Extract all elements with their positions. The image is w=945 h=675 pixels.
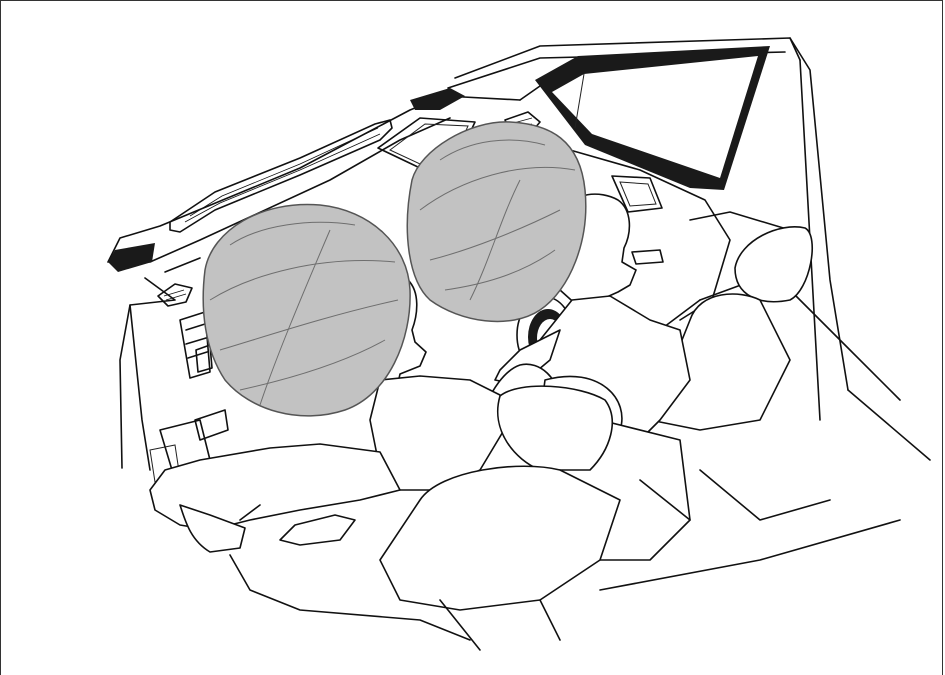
front-airbag-driver xyxy=(407,122,585,322)
front-airbag-passenger xyxy=(203,204,410,415)
